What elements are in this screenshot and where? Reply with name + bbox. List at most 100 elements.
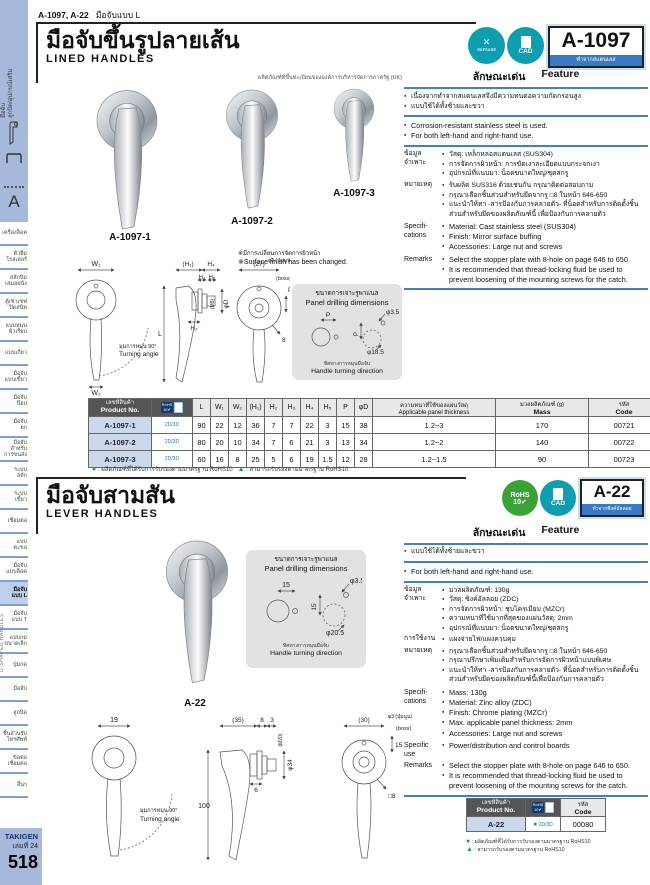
panel-title-en: Panel drilling dimensions xyxy=(305,298,389,307)
dim-cell: 60 xyxy=(192,450,211,468)
sidebar-item[interactable]: ระบบ สลัก xyxy=(0,462,28,486)
col-dim: H₄ xyxy=(300,398,319,417)
sidebar-item[interactable]: มือจับ แบบ T xyxy=(0,606,28,630)
dim-l: L xyxy=(158,331,162,338)
list-item: Accessories: Large nut and screws xyxy=(442,242,648,252)
section2-title-frame: มือจับสามสัน LEVER HANDLES xyxy=(36,477,466,534)
mass-cell: 140 xyxy=(495,433,589,451)
col-dim: H₅ xyxy=(318,398,337,417)
section1-technical-drawing: W₁ W₂ มุมการหมุน 90° Turning angle L (H₁… xyxy=(75,258,290,396)
col-dim: (H₁) xyxy=(246,398,265,417)
turn-angle-en: Turning angle xyxy=(140,816,180,823)
sidebar-item[interactable]: ตู้เช่าเซฟ ปิดสนิท xyxy=(0,294,28,318)
cad-badge-icon[interactable]: CAD xyxy=(507,27,544,64)
list-item: ความหนาที่ใช้มากที่สุดของแผ่นวัสดุ: 2mm xyxy=(442,614,648,624)
sidebar-item[interactable]: เครื่องล็อค xyxy=(0,222,28,246)
list-item: Accessories: Large nut and screws xyxy=(442,729,648,739)
remark-items-en: Select the stopper plate with 8-hole on … xyxy=(442,761,648,792)
feature-heading: ลักษณะเด่น Feature xyxy=(404,68,648,89)
sidebar-item[interactable]: มือจับ ป๊อป xyxy=(0,390,28,414)
list-item: การจัดการผิวหน้า: การขัดเงาละเอียดแบบกระ… xyxy=(442,160,648,170)
feature-heading: ลักษณะเด่น Feature xyxy=(404,524,648,545)
use-label-en: Specific use xyxy=(404,741,429,758)
sidebar-item[interactable]: ปุ่มกด xyxy=(0,654,28,678)
u-handle-icon xyxy=(6,153,22,163)
section2-spec-en: Specifi- cations Mass: 130gMaterial: Zin… xyxy=(404,688,648,792)
sidebar-item[interactable]: ชิ้นส่วนรับ โทรศัพท์ xyxy=(0,726,28,750)
list-item: แบบใช้ได้ทั้งซ้ายและขวา xyxy=(404,547,648,557)
use-items-en: Power/distribution and control boards xyxy=(442,741,648,759)
dim-cell: 21 xyxy=(300,433,319,451)
breadcrumb-products: A-1097, A-22 xyxy=(38,10,89,20)
sidebar-item[interactable]: แบบหมุน ผิวเรียบ xyxy=(0,318,28,342)
drill-main-hole: φ18.5 xyxy=(367,349,384,355)
cad-link[interactable]: 2D/3D xyxy=(538,821,553,828)
cad-link[interactable]: 2D/3D xyxy=(164,422,180,428)
list-item: Mass: 130g xyxy=(442,688,648,698)
panel-thickness-cell: 1.2~1.5 xyxy=(372,450,496,468)
stainless-badge-icon: ✕ สแตนเลส xyxy=(468,27,505,64)
sidebar-item[interactable]: ตัวยึด โรลเลอร์ xyxy=(0,246,28,270)
cad-label: CAD xyxy=(518,47,533,55)
sidebar-item[interactable]: มือจับ ยก xyxy=(0,414,28,438)
drill-main-hole: φ20.5 xyxy=(326,630,344,637)
sidebar-item[interactable]: มือจับ แบบเขี้ยว xyxy=(0,366,28,390)
product-caption: A-1097-3 xyxy=(333,188,375,199)
product-no-cell: A-1097-2 xyxy=(88,433,152,451)
product-caption: A-1097-2 xyxy=(231,216,273,227)
rohs-cad-cell: 2D/3D xyxy=(151,433,193,451)
sidebar-item[interactable]: แบบ ตะขอ xyxy=(0,534,28,558)
sidebar-item[interactable]: มือจับ แบบ L xyxy=(0,582,28,606)
sidebar-item[interactable]: ระบบ เขี้ยว xyxy=(0,486,28,510)
dim-cell: 28 xyxy=(354,450,373,468)
dim-h1: (H₁) xyxy=(182,261,193,268)
dim-cell: 7 xyxy=(264,416,283,434)
remark-items-en: Select the stopper plate with 8-hole on … xyxy=(442,255,648,286)
sidebar-item[interactable]: แบบกด ขนาดเล็ก xyxy=(0,630,28,654)
product-caption: A-22 xyxy=(184,698,206,709)
sidebar-item[interactable]: เชื่อมต่อ xyxy=(0,510,28,534)
brand-name: TAKIGEN xyxy=(4,832,38,841)
sidebar-item[interactable]: มือจับ xyxy=(0,678,28,702)
section1-feature-panel: ลักษณะเด่น Feature เนื่องจากทำจากสแตนเลส… xyxy=(404,68,648,293)
dim-p: P xyxy=(288,287,290,294)
sidebar-item[interactable]: มือจับ แบบล็อค xyxy=(0,558,28,582)
rohs-triangle-text: : สามารถรับรองตามมาตรฐาน RoHS10 xyxy=(474,847,565,853)
dim-boss-dia: φ3 (ปุ่มนูน) xyxy=(268,258,290,264)
cad-link[interactable]: 2D/3D xyxy=(164,456,180,462)
dim-6: 6 xyxy=(254,787,258,794)
cad-link[interactable]: 2D/3D xyxy=(164,439,180,445)
panel-title-en: Panel drilling dimensions xyxy=(264,564,348,573)
sidebar-item[interactable]: ข้อต่อ เชื่อมต่อ xyxy=(0,750,28,774)
spec-items-th: มวลผลิตภัณฑ์: 130gวัสดุ: ซิงค์อัลลอย (ZD… xyxy=(442,586,648,634)
list-item: It is recommended that thread-locking fl… xyxy=(442,265,648,285)
section2-technical-drawing: 19 มุมการหมุน 90° Turning angle 100 (35)… xyxy=(91,714,412,861)
sidebar-item[interactable]: มือจับสำหรับ การขนส่ง xyxy=(0,438,28,462)
section2-product-code: A-22 xyxy=(593,482,631,501)
sidebar-item[interactable]: ลูกบิด xyxy=(0,702,28,726)
dim-w1: W₁ xyxy=(92,261,102,268)
sidebar-item[interactable]: อื่นๆ xyxy=(0,774,28,798)
panel-thickness-cell: 1.2~2 xyxy=(372,433,496,451)
spec-label-en: Specifi- cations xyxy=(404,223,428,240)
cad-badge-icon[interactable]: CAD xyxy=(540,480,576,516)
list-item: Select the stopper plate with 8-hole on … xyxy=(442,255,648,265)
dim-boss-en: (boss) xyxy=(396,726,411,732)
list-item: Power/distribution and control boards xyxy=(442,741,648,751)
rohs-cad-cell: ● 2D/3D xyxy=(525,816,561,832)
list-item: แผงจ่ายไฟ/แผงควบคุม xyxy=(442,635,648,645)
dim-15: 15 xyxy=(395,742,403,749)
sidebar-category-tab[interactable]: มือจับ ลูกบิด/อุปกรณ์เสริม A xyxy=(0,0,28,222)
dim-h2: H₂ xyxy=(190,325,198,332)
mass-cell: 90 xyxy=(495,450,589,468)
sidebar-item[interactable]: สลักปิด เสมอผนัง xyxy=(0,270,28,294)
sidebar-item[interactable]: แบบเกี่ยว xyxy=(0,342,28,366)
turn-direction-en: Handle turning direction xyxy=(270,650,342,657)
